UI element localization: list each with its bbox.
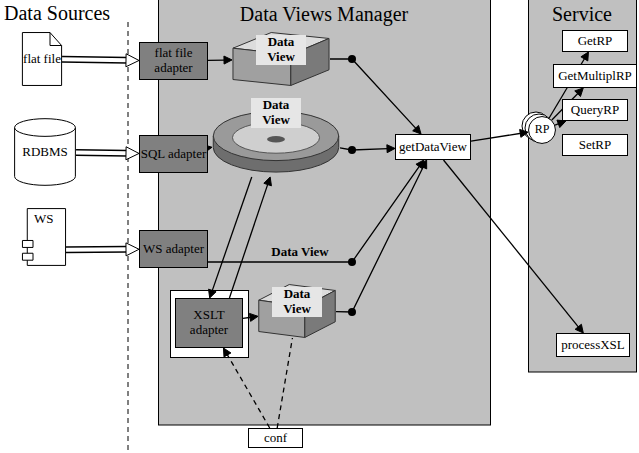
hollow-arrow <box>66 243 139 256</box>
adapter-box: flat file adapter <box>139 42 208 80</box>
node-text: flat file <box>23 52 61 67</box>
node-text: conf <box>264 431 287 446</box>
data-view-icon: Data View <box>258 284 336 338</box>
section-heading: Data Sources <box>4 2 110 25</box>
adapter-frame <box>171 291 249 358</box>
connector <box>208 56 232 64</box>
dashed-connector <box>223 348 269 428</box>
node-text: WS <box>34 212 54 227</box>
node-text: getDataView <box>399 140 467 155</box>
arrowhead <box>250 313 258 321</box>
node-text: GetRP <box>578 34 613 49</box>
connector <box>336 160 427 312</box>
node-text: GetMultiplRP <box>558 69 632 84</box>
source-boundary-dashed-line <box>128 22 129 453</box>
dashed-connector <box>277 338 292 428</box>
arrow-shaft <box>62 56 127 64</box>
arrowhead <box>557 120 566 127</box>
connector-line <box>227 354 270 428</box>
config-box: conf <box>248 428 303 448</box>
arrowhead <box>126 243 139 256</box>
arrowhead <box>209 289 217 298</box>
node-text: RP <box>535 123 550 137</box>
node-text: XSLT adapter <box>176 308 242 338</box>
connector-line <box>208 59 225 61</box>
adapter-box: WS adapter <box>139 230 208 268</box>
connector <box>330 59 421 134</box>
service-panel: ServiceRP GetRP GetMultiplRP QueryRP SetRP pr… <box>528 0 636 372</box>
arrowhead <box>223 348 230 357</box>
arrowhead <box>413 125 421 134</box>
node-text: processXSL <box>561 338 625 353</box>
connector-line <box>212 177 252 291</box>
flat-file-icon: flat file <box>22 32 62 86</box>
arrowhead <box>387 145 395 153</box>
hollow-arrow <box>76 147 139 160</box>
node-text: Data View <box>272 287 322 317</box>
connector <box>444 160 584 333</box>
arrow-shaft <box>62 57 127 62</box>
connector-line <box>340 148 388 150</box>
data-view-icon: Data View <box>232 32 330 86</box>
node-text: QueryRP <box>571 103 619 118</box>
rp-circle: RP <box>528 116 556 144</box>
node-text: Service <box>552 3 612 26</box>
arrowhead <box>420 160 427 169</box>
process-box: getDataView <box>395 134 471 160</box>
data-view-disk: Data View <box>212 95 340 177</box>
connector-line <box>444 160 579 328</box>
web-service-icon: WS <box>22 208 66 266</box>
connector <box>243 313 258 321</box>
arrowhead <box>126 147 139 160</box>
service-method-box: GetMultiplRP <box>553 64 637 88</box>
arrow-shaft <box>66 246 127 253</box>
connector <box>340 145 395 153</box>
arrowhead <box>224 56 232 64</box>
node-text: SetRP <box>579 138 612 153</box>
arrowhead <box>575 324 583 333</box>
arrowhead <box>581 52 589 61</box>
adapter-box: XSLT adapter <box>175 298 243 348</box>
node-text: SQL adapter <box>141 147 207 162</box>
node-text: WS adapter <box>143 242 204 257</box>
arrowhead <box>126 54 139 67</box>
arrow-shaft <box>76 150 127 155</box>
manager-panel-ground <box>159 0 491 425</box>
edge-label: Data View <box>269 245 330 260</box>
connector-line <box>229 184 268 298</box>
node-text: flat file adapter <box>140 46 207 76</box>
node-text: RDBMS <box>22 145 68 160</box>
adapter-box: SQL adapter <box>139 135 208 173</box>
service-method-box: GetRP <box>562 30 628 52</box>
node-text: Data Views Manager <box>240 3 408 26</box>
service-method-box: SetRP <box>562 134 628 156</box>
arrow-shaft <box>76 149 127 157</box>
connector <box>471 129 528 141</box>
arrow-shaft <box>66 247 127 251</box>
manager-panel: Data Views Managerflat file adapterSQL a… <box>158 0 490 425</box>
database-cylinder: RDBMS <box>14 118 76 186</box>
connector-line <box>336 166 424 312</box>
connector <box>229 177 271 298</box>
service-method-box: QueryRP <box>562 99 628 121</box>
arrowhead <box>575 88 583 97</box>
connector <box>555 120 566 127</box>
node-text: Data View <box>256 35 306 65</box>
connector-line <box>471 133 521 141</box>
node-text: Data View <box>251 98 301 128</box>
arrowhead <box>264 177 272 186</box>
service-panel-ground <box>529 0 637 372</box>
connector <box>209 177 252 298</box>
arrowhead <box>520 129 529 137</box>
connector-line <box>330 59 416 129</box>
connector-line <box>277 338 292 428</box>
service-method-box: processXSL <box>556 333 630 357</box>
connector-line <box>208 166 420 262</box>
hollow-arrow <box>62 54 139 67</box>
